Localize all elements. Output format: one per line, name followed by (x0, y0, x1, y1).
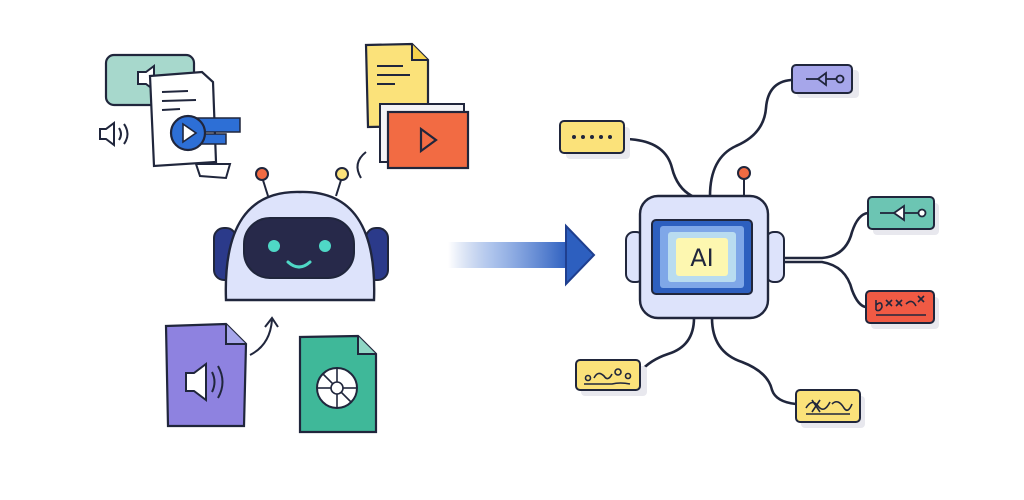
connection-lines (623, 78, 870, 406)
dots-tag-icon (559, 120, 630, 159)
speaker-icon (99, 121, 129, 147)
antenna-icon (255, 151, 367, 197)
robot-icon (213, 190, 389, 302)
chip-antenna-light (737, 166, 751, 180)
video-file-icon (379, 103, 470, 170)
transform-arrow-icon (448, 223, 596, 287)
symbol-tag-icon (795, 389, 865, 428)
ai-chip-icon: AI (625, 194, 785, 320)
scribble-tag-icon (865, 290, 939, 329)
ai-chip-label: AI (690, 244, 714, 272)
audio-file-icon (164, 322, 248, 428)
play-button-icon (169, 114, 241, 152)
input-arrow-icon (249, 316, 279, 356)
image-file-icon (298, 334, 378, 434)
sequence-tag-icon (575, 359, 647, 396)
waveform-tag-icon (867, 196, 939, 235)
audio-tag-icon (791, 64, 859, 98)
